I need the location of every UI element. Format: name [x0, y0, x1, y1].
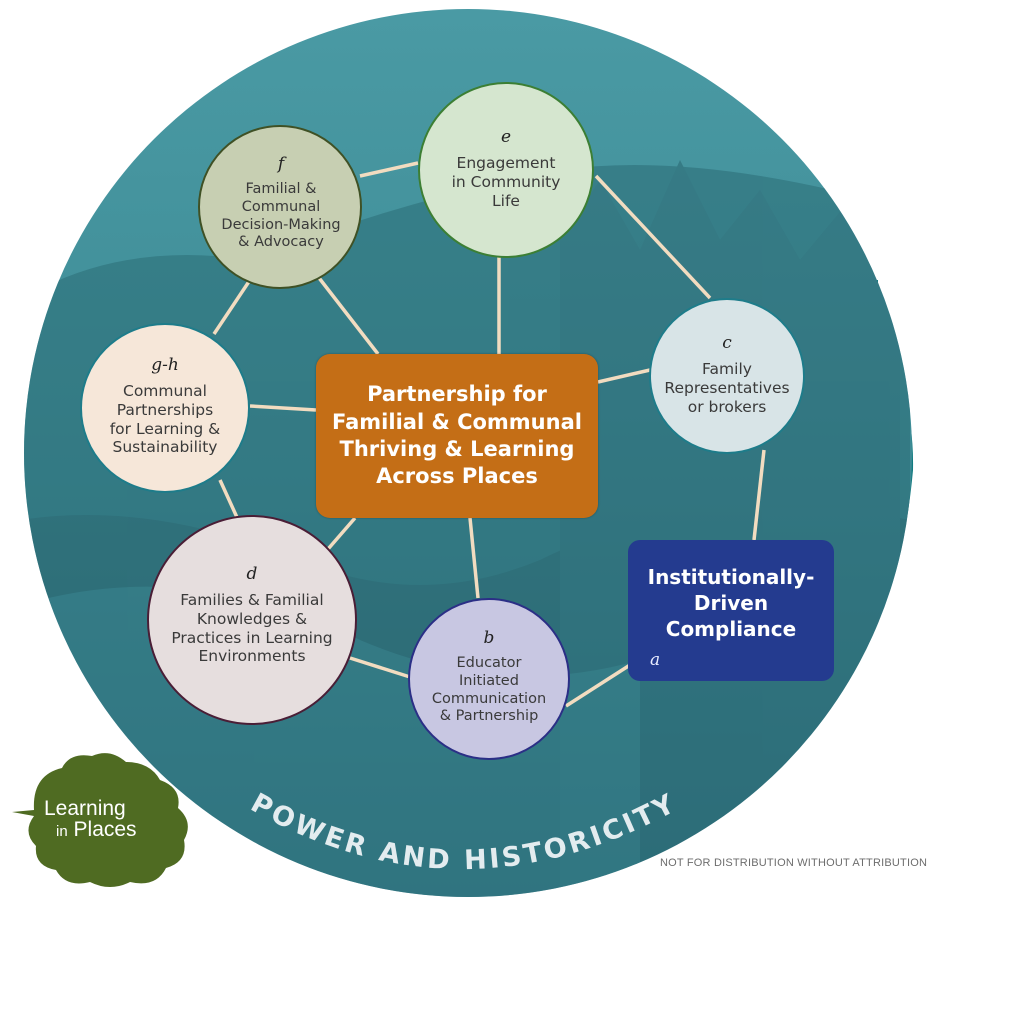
node-gh-label: Communal Partnerships for Learning & Sus…	[109, 381, 221, 457]
node-e: e Engagement in Community Life	[431, 104, 581, 236]
node-f-circle	[198, 125, 362, 289]
connector-c-a	[752, 449, 766, 541]
logo-line2-main: Places	[73, 818, 137, 841]
connector-f-gh	[212, 273, 256, 335]
node-c-circle	[649, 298, 805, 454]
node-e-letter: e	[500, 127, 512, 148]
node-gh-circle	[80, 323, 250, 493]
logo-line1: Learning	[44, 797, 126, 820]
connector-gh-center	[249, 404, 317, 412]
node-b: b Educator Initiated Communication & Par…	[416, 612, 562, 744]
connector-f-center	[314, 272, 380, 356]
connector-e-c	[594, 174, 712, 300]
institutional-letter: a	[650, 650, 661, 670]
node-e-circle	[418, 82, 594, 258]
node-b-label: Educator Initiated Communication & Partn…	[431, 655, 547, 725]
logo-line2-prefix: in	[56, 823, 68, 840]
node-f: f Familial & Communal Decision-Making & …	[208, 140, 354, 268]
logo: Learning in Places	[44, 798, 164, 840]
connector-a-b	[565, 663, 631, 708]
logo-line2: in Places	[56, 819, 164, 840]
node-d-label: Families & Familial Knowledges & Practic…	[171, 590, 333, 666]
institutional-compliance-box: Institutionally- Driven Compliance a	[628, 540, 834, 681]
node-d-circle	[147, 515, 357, 725]
node-b-letter: b	[483, 628, 495, 649]
node-gh-letter: g-h	[151, 354, 179, 375]
node-f-label: Familial & Communal Decision-Making & Ad…	[221, 181, 341, 251]
node-b-circle	[408, 598, 570, 760]
node-d: d Families & Familial Knowledges & Pract…	[156, 538, 348, 694]
node-f-letter: f	[277, 154, 285, 175]
node-gh: g-h Communal Partnerships for Learning &…	[92, 333, 238, 481]
connectors	[212, 161, 766, 708]
node-c: c Family Representatives or brokers	[655, 318, 799, 434]
connector-d-b	[349, 656, 411, 679]
institutional-label: Institutionally- Driven Compliance	[647, 565, 815, 641]
node-e-label: Engagement in Community Life	[451, 154, 561, 210]
node-c-letter: c	[722, 333, 732, 354]
connector-b-center	[468, 517, 480, 599]
connector-c-center	[597, 368, 651, 384]
node-c-label: Family Representatives or brokers	[664, 360, 790, 416]
connector-f-e	[359, 161, 419, 178]
distribution-notice: NOT FOR DISTRIBUTION WITHOUT ATTRIBUTION	[660, 857, 928, 869]
logo-leaf-icon	[12, 753, 188, 887]
node-d-letter: d	[246, 563, 258, 584]
center-partnership-box: Partnership for Familial & Communal Thri…	[316, 354, 598, 518]
